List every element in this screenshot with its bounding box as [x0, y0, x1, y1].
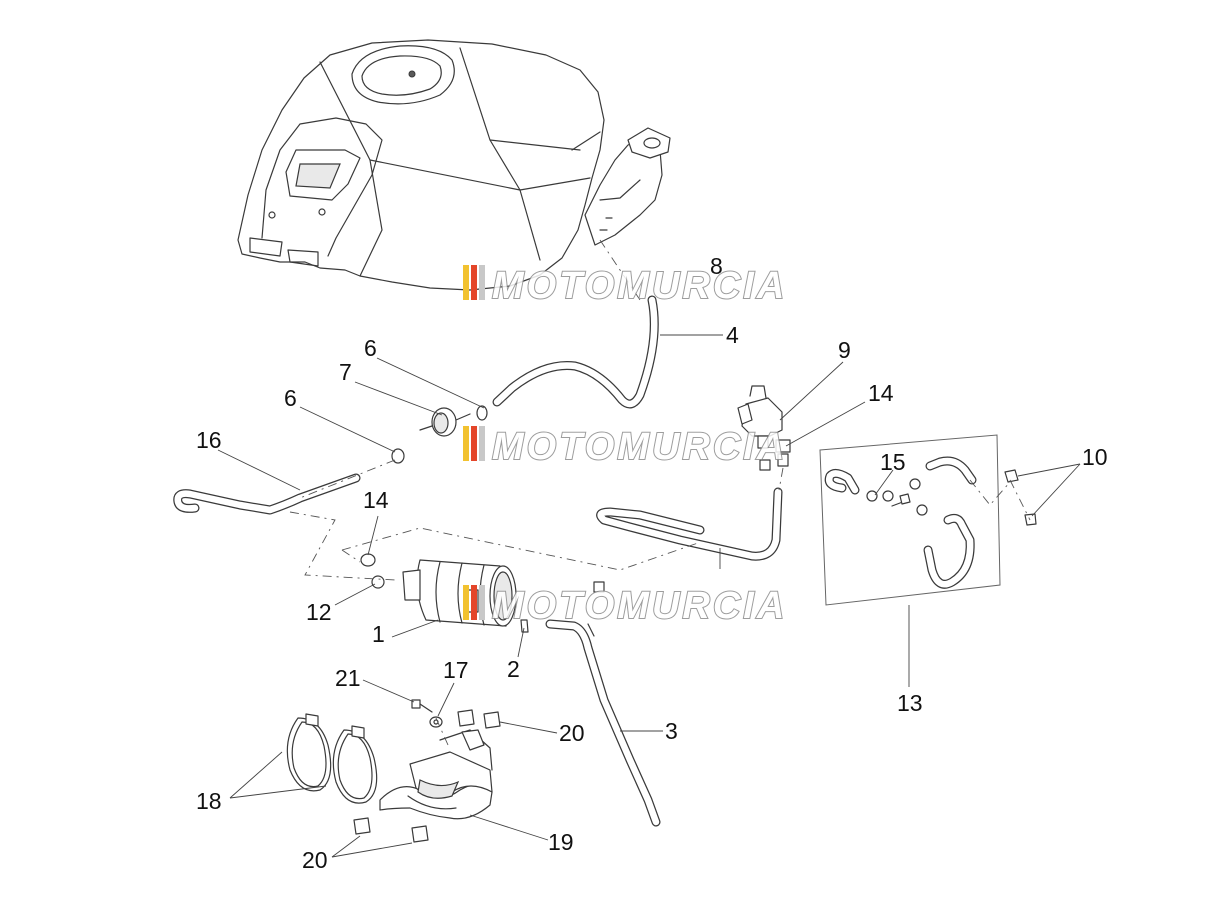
- callout-labels: 1 2 3 4 6 6 7 8 9 10 12 13 14 14 15 16 1…: [196, 253, 1108, 873]
- plug-10a: [1004, 469, 1019, 483]
- clamp-14b: [759, 459, 771, 471]
- plug-10b: [1024, 513, 1037, 526]
- clamp-12: [371, 575, 385, 589]
- callout-13: 13: [897, 690, 923, 716]
- strap-18b: [332, 725, 378, 804]
- callout-7: 7: [339, 359, 352, 385]
- bracket-19: [379, 729, 493, 820]
- callout-20: 20: [559, 720, 585, 746]
- hose-clamp-6b: [391, 448, 405, 464]
- hose-kit-13: [819, 434, 1001, 606]
- callout-14: 14: [868, 380, 894, 406]
- callout-20: 20: [302, 847, 328, 873]
- tank-rear-bracket: [584, 127, 671, 246]
- pipe-16: [173, 473, 361, 515]
- assembly-lines: [289, 239, 1031, 746]
- callout-12: 12: [306, 599, 332, 625]
- callout-1: 1: [372, 621, 385, 647]
- clip-20a: [457, 709, 501, 729]
- callout-2: 2: [507, 656, 520, 682]
- watermark-bottom: MOTOMURCIA: [463, 584, 787, 628]
- fuel-tank: [237, 39, 605, 291]
- fitting-2: [520, 619, 529, 633]
- callout-17: 17: [443, 657, 469, 683]
- callout-14: 14: [363, 487, 389, 513]
- watermark-top: MOTOMURCIA: [463, 264, 787, 308]
- callout-15: 15: [880, 449, 906, 475]
- pipe-middle: [596, 487, 783, 561]
- watermark-text: MOTOMURCIA: [492, 585, 787, 627]
- valve-9: [737, 385, 791, 467]
- callout-6: 6: [284, 385, 297, 411]
- hose-3: [545, 581, 661, 827]
- callout-4: 4: [726, 322, 739, 348]
- hose-clamp-6a: [476, 405, 488, 421]
- vent-hose-4: [492, 295, 659, 409]
- callout-3: 3: [665, 718, 678, 744]
- clip-20b: [353, 817, 429, 843]
- callout-8: 8: [710, 253, 723, 279]
- fuel-filter-7: [419, 407, 471, 437]
- strap-18a: [286, 713, 332, 792]
- bolt-21: [411, 699, 433, 713]
- callout-19: 19: [548, 829, 574, 855]
- callout-18: 18: [196, 788, 222, 814]
- callout-21: 21: [335, 665, 361, 691]
- callout-6: 6: [364, 335, 377, 361]
- clamp-14a: [360, 553, 376, 567]
- watermark-text: MOTOMURCIA: [492, 265, 787, 307]
- callout-10: 10: [1082, 444, 1108, 470]
- callout-9: 9: [838, 337, 851, 363]
- callout-16: 16: [196, 427, 222, 453]
- leader-lines: [217, 334, 1081, 858]
- watermark-middle: MOTOMURCIA: [463, 425, 787, 469]
- watermark-text: MOTOMURCIA: [492, 426, 787, 468]
